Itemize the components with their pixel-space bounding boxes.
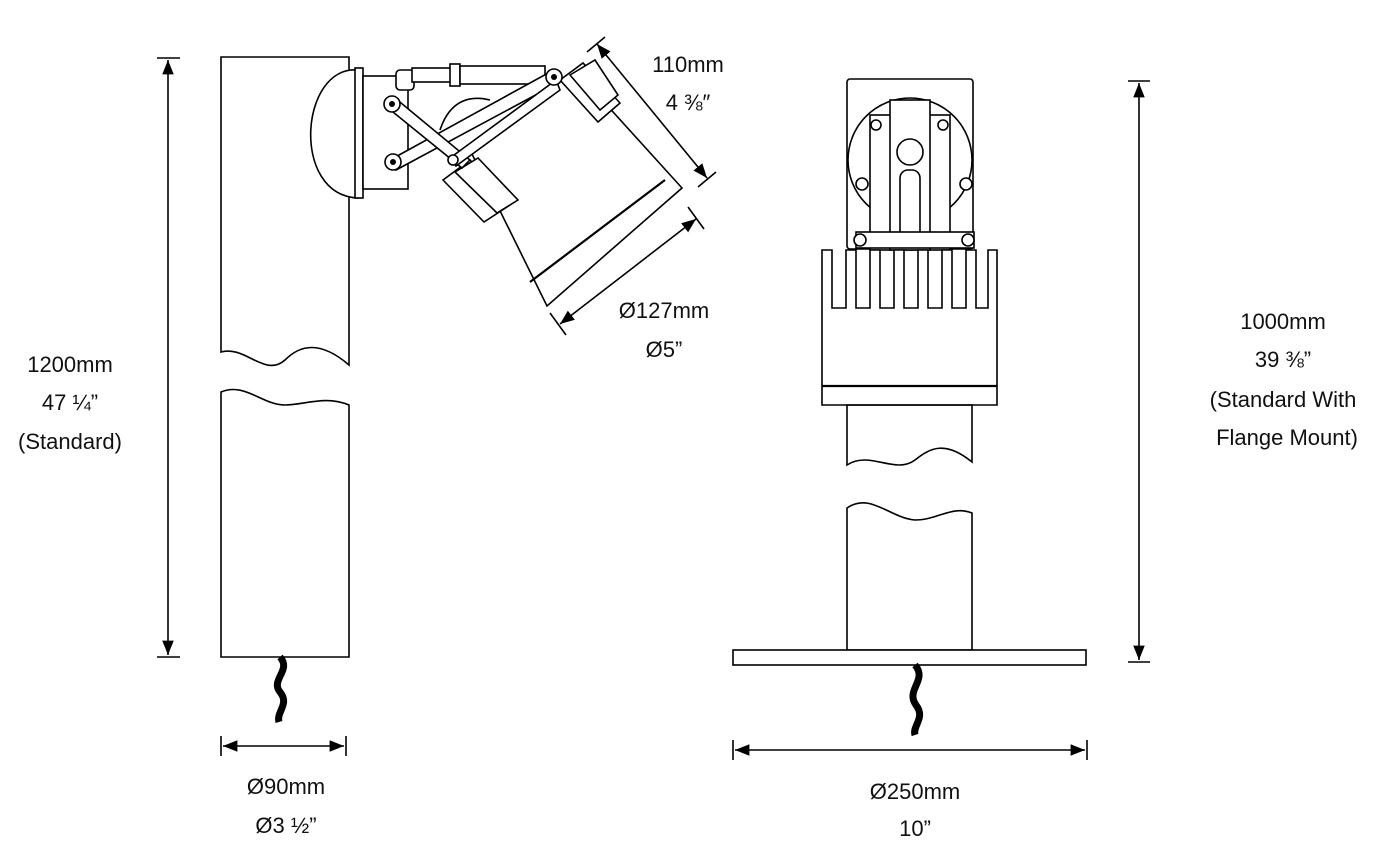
head-diameter-mm-label: Ø127mm (619, 298, 709, 323)
flange-diameter-dimension (732, 740, 1088, 760)
cable (909, 662, 924, 737)
heatsink (821, 249, 998, 406)
head-diameter-dimension (549, 206, 705, 336)
spotlight-head (309, 58, 684, 308)
right-bollard: 1000mm 39 ⅜” (Standard With Flange Mount… (732, 78, 1358, 841)
head-length-dimension (586, 36, 717, 188)
flange-plate (732, 649, 1087, 666)
head-diameter-in-label: Ø5” (646, 337, 683, 362)
height-note-label: (Standard) (18, 429, 122, 454)
left-bollard: 1200mm 47 ¼” (Standard) Ø90mm Ø3 ½” 110m… (18, 36, 724, 838)
cable (273, 654, 288, 724)
height-mm-label: 1000mm (1240, 309, 1326, 334)
height-note-line2: Flange Mount) (1216, 425, 1358, 450)
flange-diameter-mm-label: Ø250mm (870, 779, 960, 804)
height-dimension (1128, 80, 1150, 663)
pole-lower (846, 502, 973, 651)
flange-diameter-in-label: 10” (899, 816, 931, 841)
head-length-mm-label: 110mm (652, 52, 724, 77)
pole-diameter-dimension (220, 736, 347, 756)
pole-diameter-mm-label: Ø90mm (247, 774, 325, 799)
pole-lower (220, 388, 350, 658)
height-mm-label: 1200mm (27, 352, 113, 377)
pole-upper (846, 404, 973, 467)
height-dimension (157, 57, 180, 658)
pole-upper (220, 56, 350, 367)
height-in-label: 47 ¼” (42, 390, 98, 415)
height-in-label: 39 ⅜” (1255, 347, 1311, 372)
height-note-line1: (Standard With (1210, 387, 1357, 412)
mount-dome (309, 69, 359, 199)
pole-diameter-in-label: Ø3 ½” (255, 813, 316, 838)
head-length-in-label: 4 ⅜″ (666, 90, 711, 115)
